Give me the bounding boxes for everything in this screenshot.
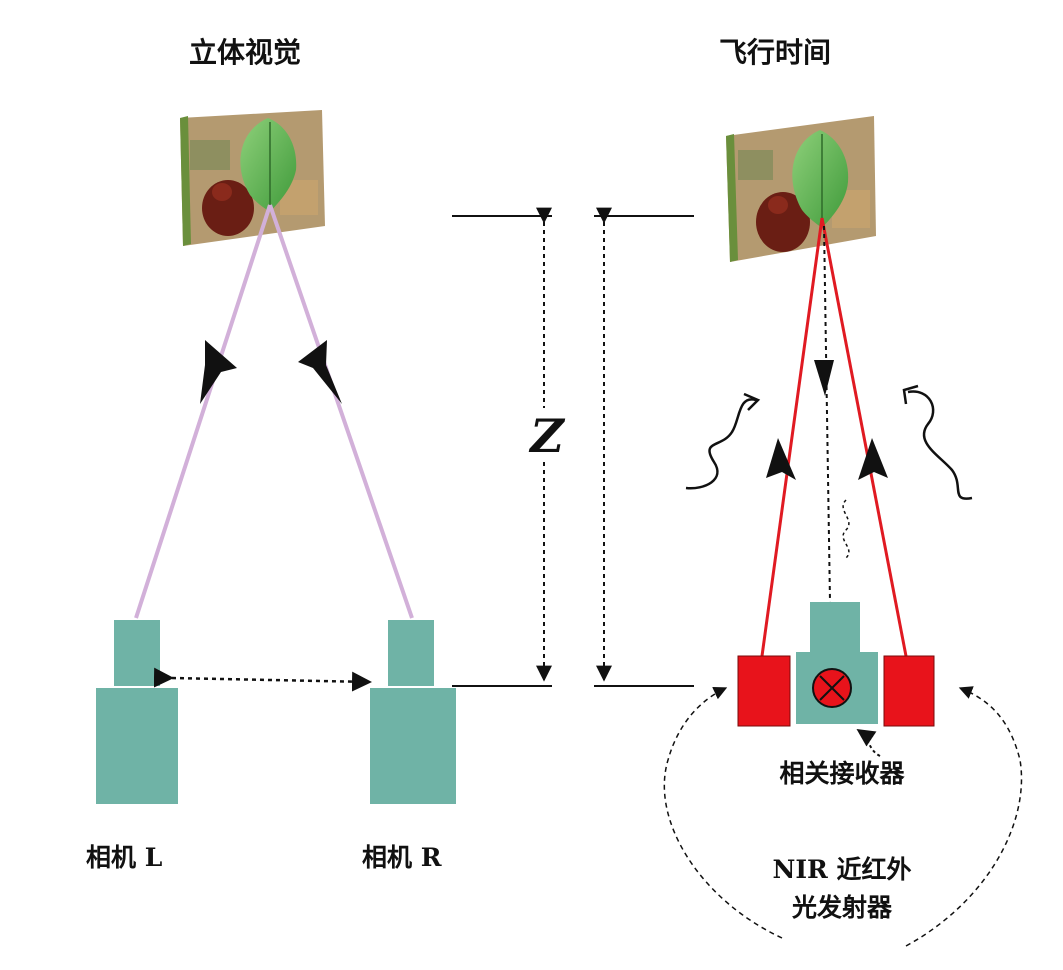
tof-ray-right-arrowhead xyxy=(858,438,888,480)
camera-right-label: 相机 R xyxy=(362,843,442,872)
depth-dimension xyxy=(452,207,694,687)
tof-return-ray xyxy=(823,225,831,603)
receiver-pointer xyxy=(856,729,881,757)
nir-emitter-right xyxy=(883,655,935,727)
emitter-label-line2: 光发射器 xyxy=(791,893,893,922)
tof-title: 飞行时间 xyxy=(719,36,831,69)
stereo-title: 立体视觉 xyxy=(189,36,301,69)
emitter-pointer-left xyxy=(663,686,783,939)
tof-ray-left-arrowhead xyxy=(766,438,796,480)
receiver-label: 相关接收器 xyxy=(779,759,905,788)
wave-small-icon xyxy=(842,499,850,559)
tof-scene-image xyxy=(726,116,876,262)
depth-symbol: Z xyxy=(528,409,565,463)
baseline-arrow xyxy=(153,667,372,692)
stereo-ray-right xyxy=(268,204,414,619)
tof-receiver xyxy=(796,602,878,724)
wave-left-icon xyxy=(685,398,757,490)
depth-label-bg xyxy=(522,408,568,458)
wave-right-icon xyxy=(907,390,973,500)
tof-ray-left xyxy=(760,217,824,657)
tof-ray-right xyxy=(820,217,908,657)
camera-left xyxy=(96,620,178,804)
tof-return-arrowhead xyxy=(814,360,834,396)
stereo-ray-left xyxy=(134,204,272,619)
stereo-ray-right-arrowhead xyxy=(298,340,342,404)
nir-emitter-left xyxy=(737,655,791,727)
emitter-pointer-right xyxy=(905,686,1023,947)
stereo-scene-image xyxy=(180,110,325,246)
emitter-label-line1: NIR 近红外 xyxy=(772,855,911,884)
stereo-ray-left-arrowhead xyxy=(200,340,237,404)
camera-left-label: 相机 L xyxy=(86,843,163,872)
camera-right xyxy=(370,620,456,804)
